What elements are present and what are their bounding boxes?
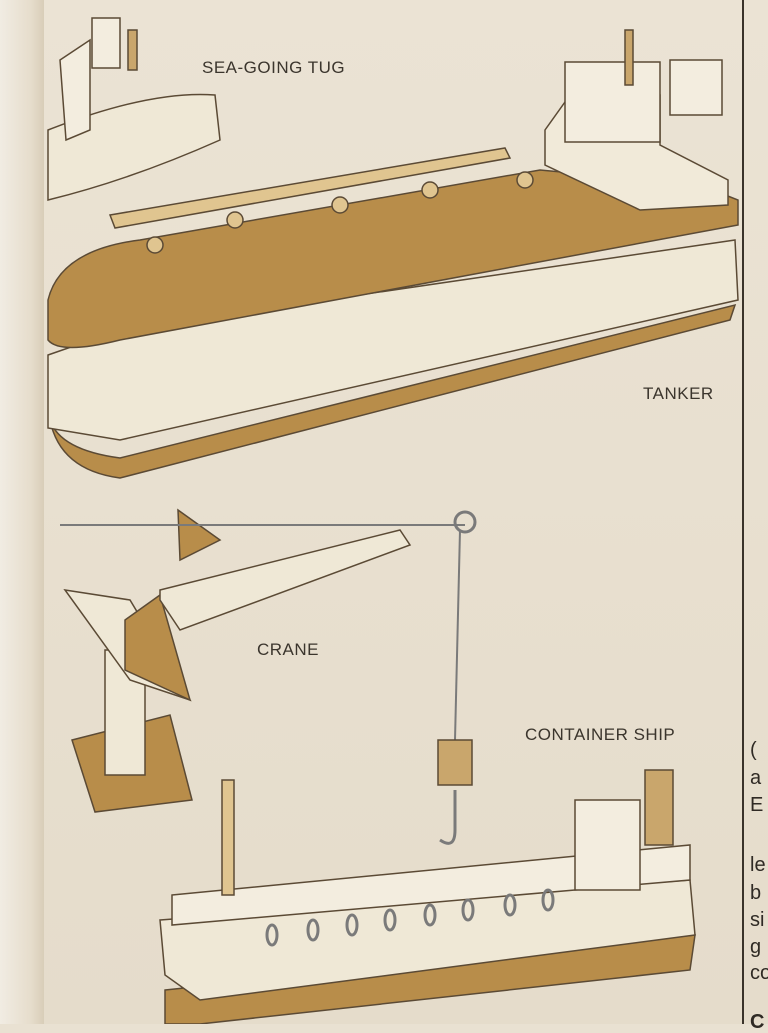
label-sea-going-tug: SEA-GOING TUG: [202, 58, 346, 77]
side-text-fragment: (: [750, 739, 757, 761]
side-text-fragment: E: [750, 794, 764, 816]
container-ship-illustration: [159, 769, 696, 1024]
side-text-fragment: si: [750, 909, 765, 931]
crane-illustration: [60, 508, 477, 845]
side-text-fragment: a: [750, 767, 762, 789]
side-text-fragment: b: [750, 882, 762, 904]
side-text-fragment: co: [750, 962, 768, 984]
side-text-fragment: g: [750, 936, 762, 958]
label-tanker: TANKER: [643, 384, 714, 403]
side-text-fragment: C: [750, 1011, 765, 1033]
label-container-ship: CONTAINER SHIP: [525, 725, 676, 744]
tanker-illustration: [47, 29, 739, 479]
side-text-fragment: le: [750, 854, 766, 876]
column-divider: [742, 0, 744, 1024]
tug-illustration: [47, 17, 221, 201]
label-crane: CRANE: [257, 640, 320, 659]
book-spine: [0, 0, 44, 1024]
